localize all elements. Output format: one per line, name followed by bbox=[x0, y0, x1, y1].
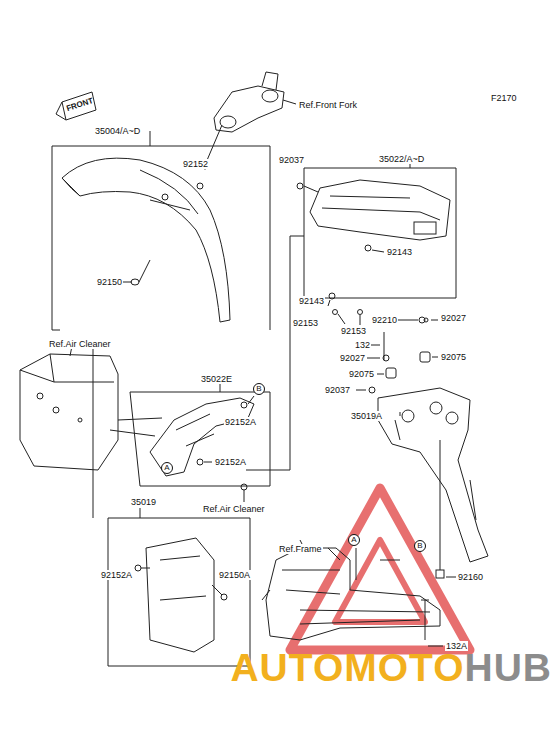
callout-number: 92027 bbox=[440, 313, 467, 323]
reference-label: Ref.Frame bbox=[278, 544, 323, 554]
callout-number: 92143 bbox=[298, 296, 325, 306]
code-label: F2170 bbox=[490, 93, 518, 103]
callout-number: 132 bbox=[354, 340, 371, 350]
reference-label: Ref.Front Fork bbox=[298, 100, 358, 110]
callout-number: 92143 bbox=[386, 247, 413, 257]
circled-letter: B bbox=[253, 383, 265, 395]
callout-number: 92152A bbox=[224, 417, 257, 427]
callout-number: 92075 bbox=[348, 369, 375, 379]
callout-number: 92210 bbox=[371, 315, 398, 325]
part-number: 35019 bbox=[130, 497, 157, 507]
circled-letter: A bbox=[161, 462, 173, 474]
watermark: HUB bbox=[465, 647, 553, 689]
callout-number: 92153 bbox=[292, 318, 319, 328]
part-number: 35019A bbox=[350, 411, 383, 421]
reference-label: Ref.Air Cleaner bbox=[202, 504, 266, 514]
reference-label: Ref.Air Cleaner bbox=[48, 339, 112, 349]
callout-number: 92152 bbox=[182, 159, 209, 169]
part-number: 35022/A~D bbox=[378, 154, 425, 164]
callout-number: 92075 bbox=[440, 352, 467, 362]
circled-letter: B bbox=[414, 540, 426, 552]
callout-number: 92150A bbox=[218, 570, 251, 580]
part-number: 35022E bbox=[200, 374, 233, 384]
callout-number: 92152A bbox=[214, 457, 247, 467]
callout-number: 92037 bbox=[278, 155, 305, 165]
callout-number: 92152A bbox=[100, 570, 133, 580]
circled-letter: A bbox=[348, 534, 360, 546]
callout-number: 92027 bbox=[339, 353, 366, 363]
watermark: AUTOMOTO bbox=[230, 647, 464, 689]
part-number: 35004/A~D bbox=[94, 126, 141, 136]
callout-number: 92037 bbox=[324, 385, 351, 395]
callout-number: 92160 bbox=[457, 572, 484, 582]
callout-number: 92153 bbox=[340, 326, 367, 336]
callout-number: 92150 bbox=[96, 277, 123, 287]
